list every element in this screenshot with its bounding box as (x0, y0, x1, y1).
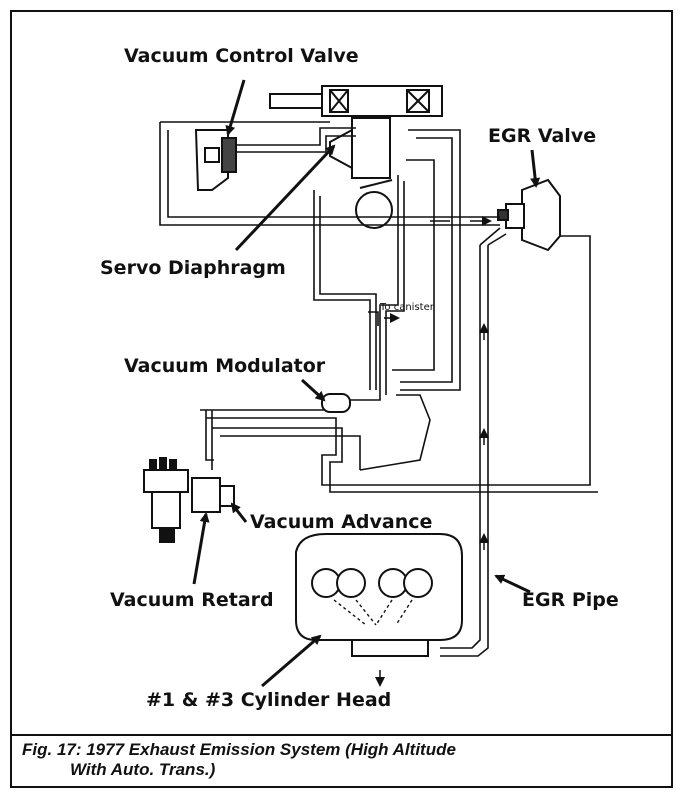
vacuum-modulator (321, 393, 351, 413)
label-cylinder-head: #1 & #3 Cylinder Head (146, 689, 391, 711)
servo-diaphragm (329, 128, 393, 229)
cylinder-head (295, 533, 463, 657)
label-vacuum-advance: Vacuum Advance (250, 511, 432, 533)
figure-frame (10, 10, 673, 788)
label-servo-diaphragm: Servo Diaphragm (100, 257, 286, 279)
label-vacuum-control-valve: Vacuum Control Valve (124, 45, 359, 67)
label-to-canister: To canister (379, 302, 435, 313)
caption-line-1: Fig. 17: 1977 Exhaust Emission System (H… (22, 740, 456, 759)
canister-port (368, 311, 400, 326)
vacuum-hoses (159, 121, 598, 657)
carburetor (269, 85, 443, 179)
label-vacuum-retard: Vacuum Retard (110, 589, 274, 611)
distributor (143, 457, 235, 543)
label-egr-valve: EGR Valve (488, 125, 596, 147)
vacuum-control-valve (194, 129, 237, 191)
egr-valve-body (497, 178, 561, 252)
figure-caption: Fig. 17: 1977 Exhaust Emission System (H… (12, 734, 671, 788)
flow-arrows (375, 216, 492, 687)
label-egr-pipe: EGR Pipe (522, 589, 619, 611)
caption-line-2: With Auto. Trans.) (70, 760, 216, 779)
label-vacuum-modulator: Vacuum Modulator (124, 355, 326, 377)
callout-arrows (192, 79, 541, 688)
